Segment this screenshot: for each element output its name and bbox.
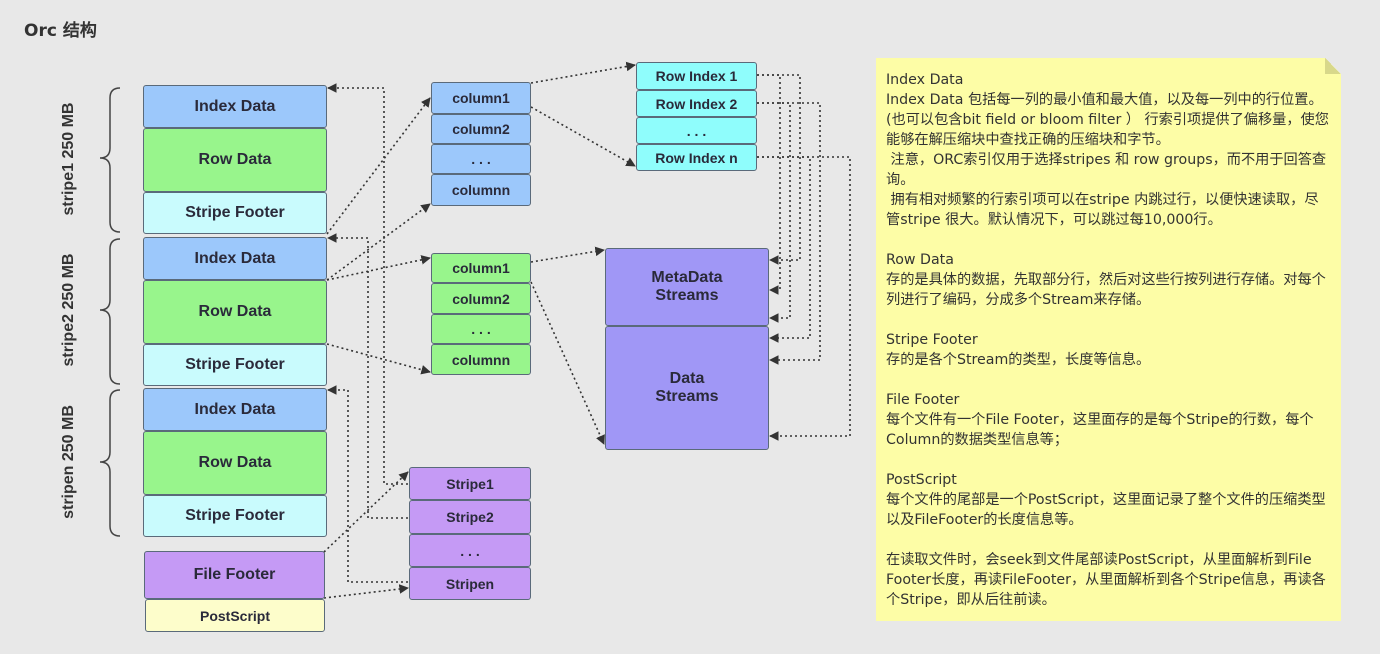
note-row-data: Row Data 存的是具体的数据，先取部分行，然后对这些行按列进行存储。对每个列… [886, 250, 1331, 310]
note-body: 存的是各个Stream的类型，长度等信息。 [886, 352, 1151, 368]
stripe2-index-data: Index Data [143, 237, 327, 280]
index-column-n: columnn [431, 174, 531, 206]
note-body: Index Data 包括每一列的最小值和最大值，以及每一列中的行位置。(也可以… [886, 92, 1329, 228]
stripen-row-data: Row Data [143, 431, 327, 495]
note-body: 在读取文件时，会seek到文件尾部读PostScript，从里面解析到File … [886, 552, 1326, 608]
note-body: 每个文件有一个File Footer，这里面存的是每个Stripe的行数，每个C… [886, 412, 1314, 448]
data-streams: Data Streams [605, 326, 769, 450]
postscript: PostScript [145, 599, 325, 632]
stripen-stripe-footer: Stripe Footer [143, 495, 327, 537]
footer-stripe-n: Stripen [409, 567, 531, 600]
note-stripe-footer: Stripe Footer 存的是各个Stream的类型，长度等信息。 [886, 330, 1331, 370]
dotted-arrows [323, 61, 851, 599]
note-heading: Row Data [886, 252, 954, 268]
stripe1-stripe-footer: Stripe Footer [143, 192, 327, 234]
index-column-2: column2 [431, 114, 531, 144]
footer-stripe-ellipsis: . . . [409, 534, 531, 567]
note-fold-corner [1325, 58, 1341, 74]
note-body: 每个文件的尾部是一个PostScript，这里面记录了整个文件的压缩类型以及Fi… [886, 492, 1326, 528]
row-column-1: column1 [431, 253, 531, 283]
footer-stripe-2: Stripe2 [409, 500, 531, 534]
note-heading: File Footer [886, 392, 960, 408]
footer-stripe-1: Stripe1 [409, 467, 531, 500]
row-column-2: column2 [431, 283, 531, 314]
note-body: 存的是具体的数据，先取部分行，然后对这些行按列进行存储。对每个列进行了编码，分成… [886, 272, 1326, 308]
row-index-n: Row Index n [636, 144, 757, 171]
index-column-1: column1 [431, 82, 531, 114]
page-title: Orc 结构 [24, 21, 97, 41]
note-postscript: PostScript 每个文件的尾部是一个PostScript，这里面记录了整个文… [886, 470, 1331, 530]
metadata-streams-label: MetaData Streams [651, 269, 723, 304]
row-index-2: Row Index 2 [636, 90, 757, 117]
stripe1-index-data: Index Data [143, 85, 327, 128]
data-streams-label: Data Streams [655, 370, 719, 405]
stripen-size-label: stripen 250 MB [60, 405, 77, 519]
file-footer: File Footer [144, 551, 325, 599]
index-column-ellipsis: . . . [431, 144, 531, 174]
row-index-ellipsis: . . . [636, 117, 757, 144]
stripe2-row-data: Row Data [143, 280, 327, 344]
stripen-index-data: Index Data [143, 388, 327, 431]
note-reading-order: 在读取文件时，会seek到文件尾部读PostScript，从里面解析到File … [886, 550, 1331, 610]
note-heading: Stripe Footer [886, 332, 978, 348]
metadata-streams: MetaData Streams [605, 248, 769, 326]
stripe2-stripe-footer: Stripe Footer [143, 344, 327, 386]
row-index-1: Row Index 1 [636, 62, 757, 90]
row-column-ellipsis: . . . [431, 314, 531, 344]
stripe-braces [99, 87, 121, 537]
stripe1-row-data: Row Data [143, 128, 327, 192]
row-column-n: columnn [431, 344, 531, 375]
note-heading: PostScript [886, 472, 957, 488]
note-heading: Index Data [886, 72, 964, 88]
note-file-footer: File Footer 每个文件有一个File Footer，这里面存的是每个St… [886, 390, 1331, 450]
